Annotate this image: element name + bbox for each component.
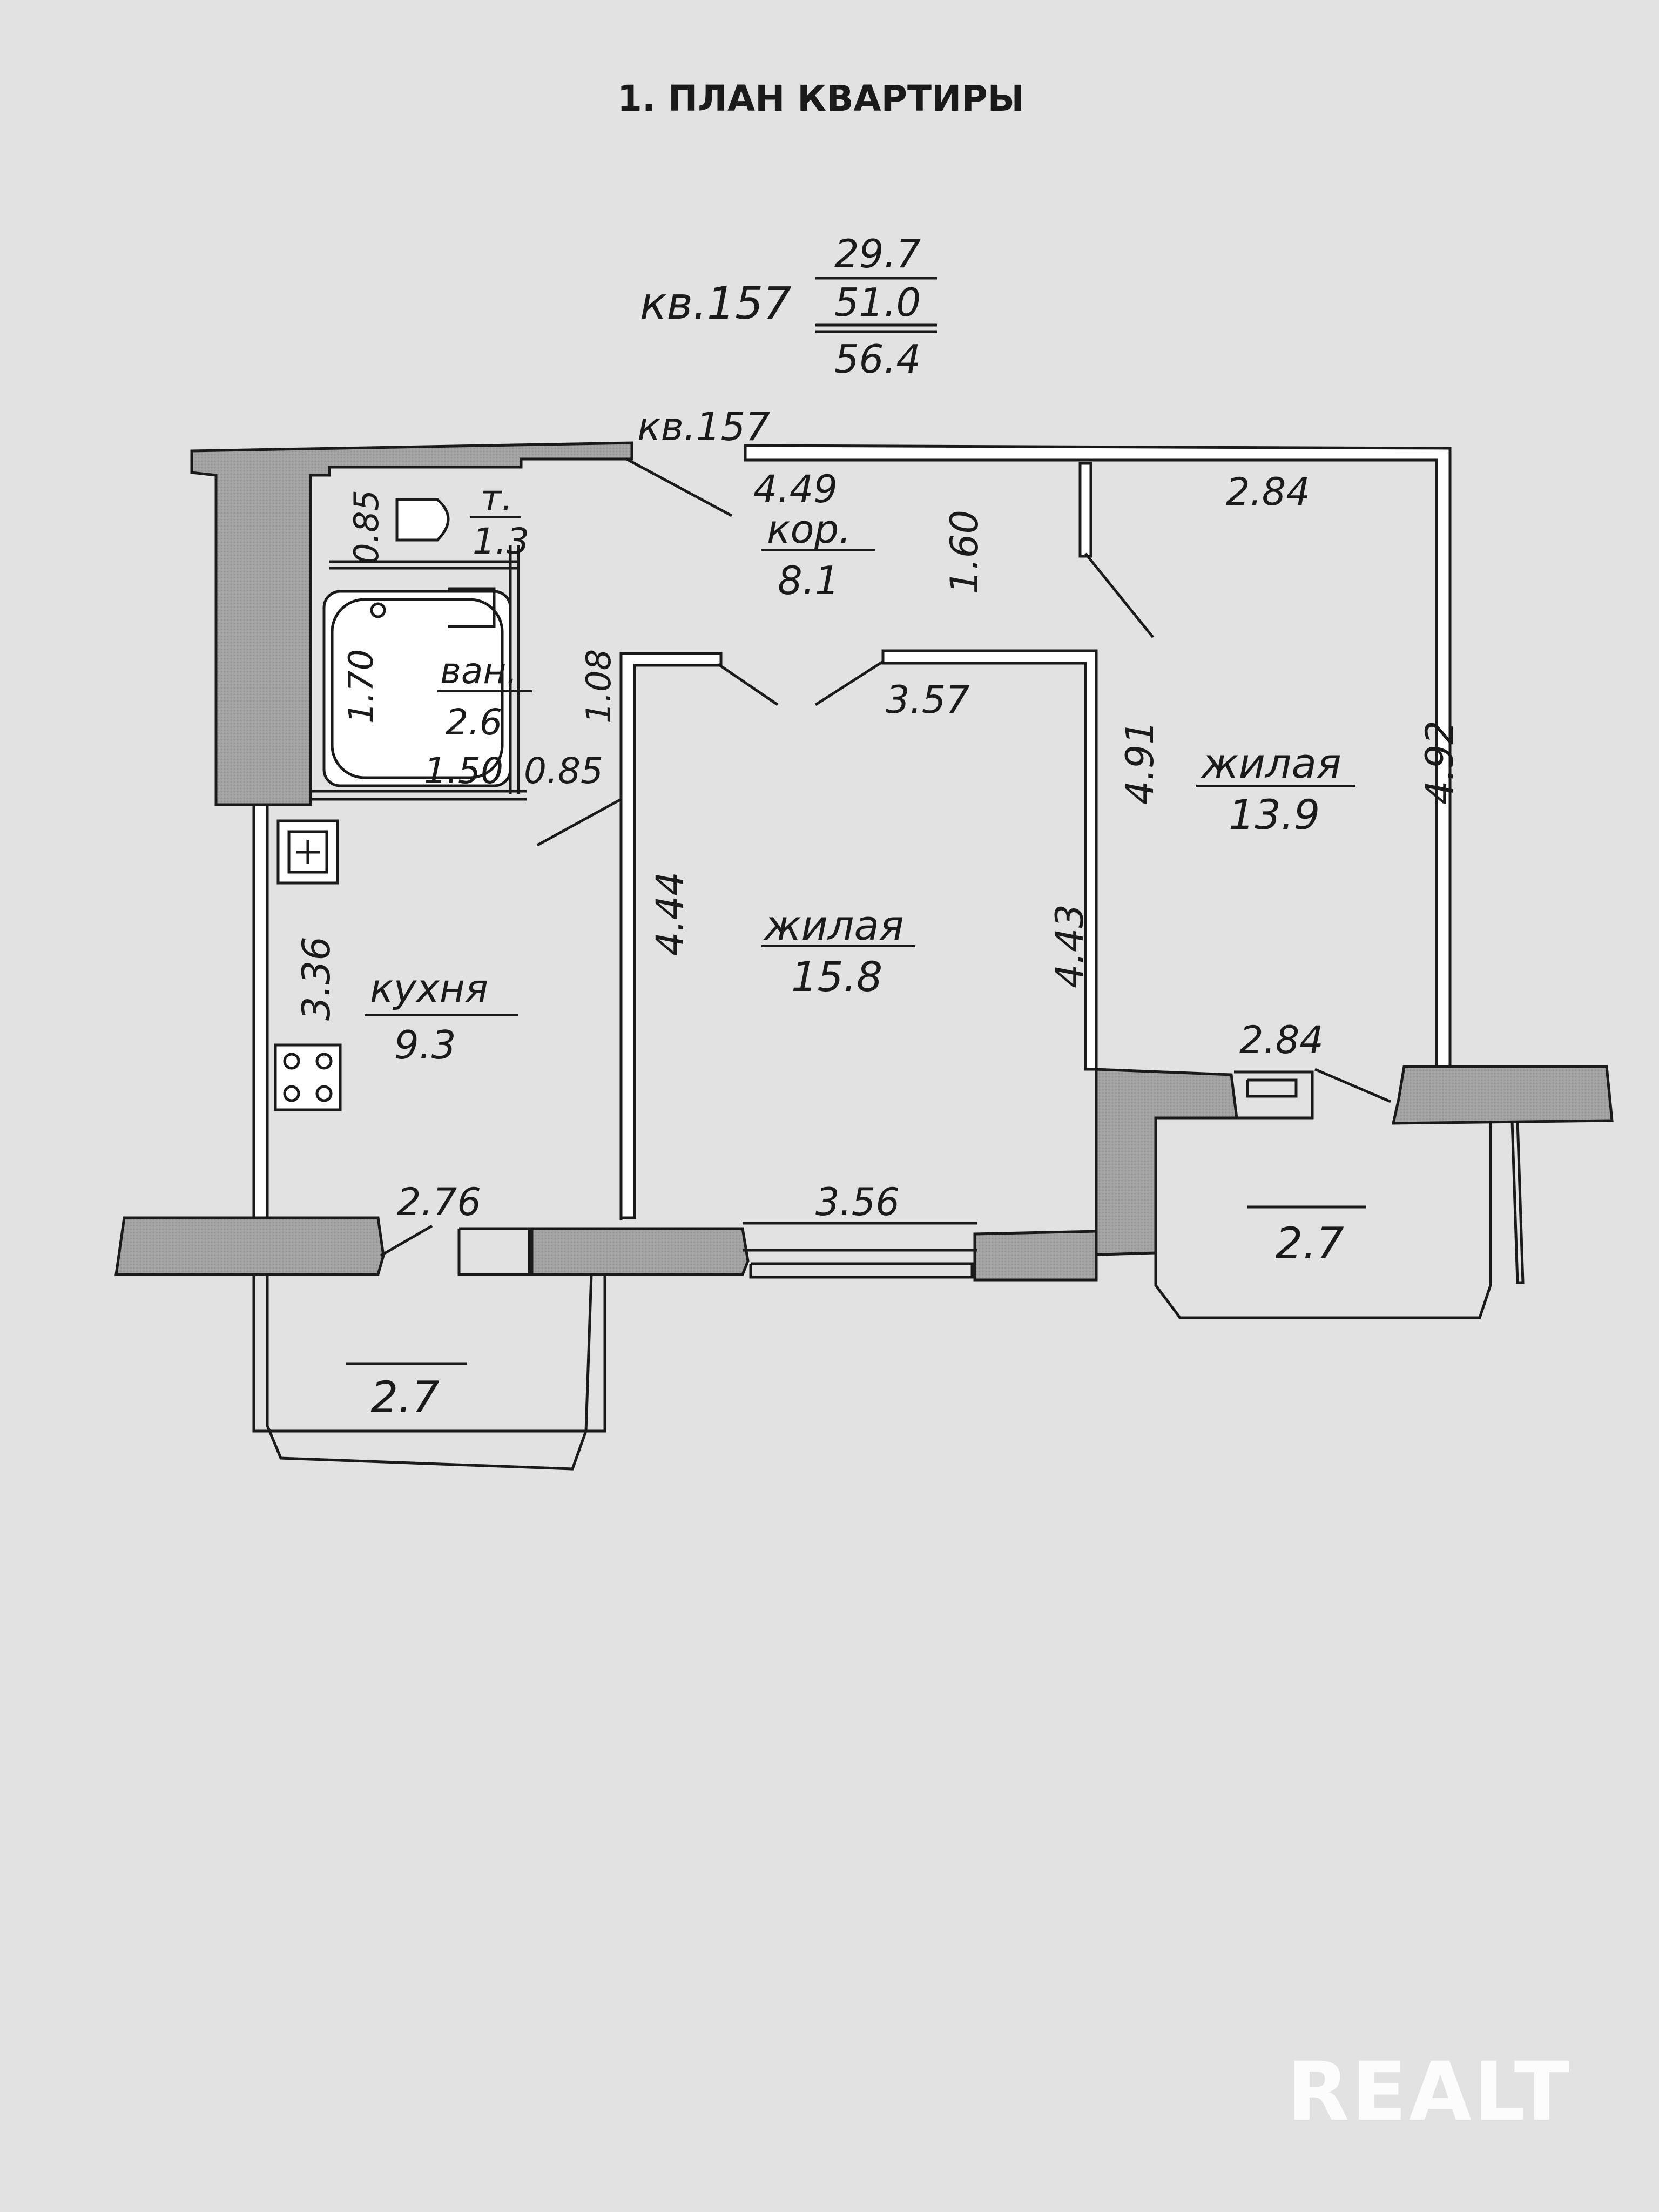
door-kitchen (536, 798, 622, 847)
fixtures (274, 498, 512, 1111)
dim-kitchen-bottom: 2.76 (397, 1180, 481, 1224)
stove-burner-3-icon (283, 1085, 300, 1102)
balcony-right-area: 2.7 (1275, 1218, 1344, 1269)
walls (114, 441, 1614, 1282)
balcony-right (1154, 1120, 1525, 1319)
wall-right-room-top (1078, 462, 1092, 558)
realt-watermark-logo: REALT (1287, 2045, 1572, 2139)
sink-icon (448, 587, 496, 628)
dim-kitchen-left: 3.36 (294, 936, 339, 1021)
window-bottom-center-3 (749, 1262, 974, 1279)
wall-bottom-right (973, 1230, 1098, 1282)
room-labels: т. 1.3 ван. 2.6 кор. 8.1 кухня 9.3 жилая… (365, 477, 1355, 1068)
toilet-area: 1.3 (473, 521, 529, 562)
stove-burner-1-icon (283, 1053, 300, 1070)
dim-corridor-vertical: 1.60 (942, 510, 987, 594)
wall-living-top-right (881, 649, 1098, 1071)
dim-corridor-top: 4.49 (753, 467, 838, 511)
area-total-value: 51.0 (834, 280, 921, 325)
entrance-label: кв.157 (637, 404, 770, 449)
door-balcony-right (1314, 1068, 1391, 1103)
stove-burner-2-icon (315, 1053, 333, 1070)
dim-living-top: 3.57 (886, 678, 970, 722)
corridor-name: кор. (767, 507, 851, 552)
balcony-right-outline (1154, 1121, 1492, 1319)
door-living-center-left (717, 663, 779, 706)
dim-right-room-left: 4.91 (1118, 720, 1162, 805)
dim-partition: 1.08 (579, 649, 618, 724)
bathtub-inner-icon (331, 598, 504, 779)
balcony-left-outline (252, 1274, 606, 1433)
door-living-center-right (814, 660, 884, 706)
balcony-left (252, 1274, 606, 1471)
bath-name: ван. (440, 650, 517, 692)
corridor-area: 8.1 (778, 558, 840, 603)
apartment-header: кв.157 29.7 51.0 56.4 (640, 231, 937, 382)
dim-living-bottom: 3.56 (815, 1180, 900, 1224)
kitchen-area: 9.3 (394, 1022, 456, 1068)
stove-burner-4-icon (315, 1085, 333, 1102)
toilet-icon (395, 498, 450, 542)
balcony-left-inner (266, 1274, 593, 1471)
apartment-label: кв.157 (640, 278, 791, 329)
living-right-name: жилая (1201, 739, 1341, 787)
wall-right-balcony-right (1391, 1065, 1614, 1125)
wall-bottom-center (528, 1227, 750, 1276)
wall-left (252, 803, 269, 1222)
dim-bath-width: 1.50 (424, 750, 503, 792)
living-center-name: жилая (763, 901, 904, 949)
door-balcony-left (380, 1224, 433, 1257)
dim-toilet-width: 0.85 (347, 490, 386, 564)
stove-icon (274, 1043, 342, 1111)
living-right-area: 13.9 (1229, 791, 1320, 839)
bath-drain-icon (370, 602, 386, 618)
page-title: 1. ПЛАН КВАРТИРЫ (617, 78, 1024, 119)
living-center-area: 15.8 (791, 953, 882, 1001)
doors (380, 457, 1391, 1257)
door-entrance (625, 457, 733, 517)
bathtub-icon (322, 590, 512, 787)
dim-living-right: 4.43 (1048, 904, 1092, 988)
dim-right-room-top: 2.84 (1226, 470, 1310, 514)
window-right-top-2 (1246, 1078, 1298, 1098)
dim-living-left: 4.44 (648, 872, 692, 956)
window-right-top (1234, 1070, 1314, 1120)
wall-bottom-left (114, 1216, 385, 1276)
area-with-balcony-value: 56.4 (834, 336, 921, 382)
door-right-room (1084, 552, 1154, 638)
wall-top-left (190, 441, 633, 806)
dim-bath-side: 0.85 (524, 750, 603, 792)
toilet-name: т. (481, 477, 512, 519)
balcony-right-wall (1510, 1120, 1525, 1284)
dim-bath-length: 1.70 (341, 649, 381, 724)
dim-right-room-bottom: 2.84 (1239, 1018, 1324, 1062)
area-living-value: 29.7 (834, 231, 921, 276)
dim-right-room-right: 4.92 (1418, 720, 1462, 805)
dimension-labels: 4.49 2.84 1.60 0.85 1.70 1.50 0.85 1.08 … (294, 467, 1462, 1224)
balcony-left-area: 2.7 (370, 1372, 439, 1422)
window-bottom-left (457, 1227, 534, 1276)
kitchen-sink-inner-icon (287, 830, 328, 874)
kitchen-name: кухня (370, 966, 488, 1011)
bath-area: 2.6 (446, 702, 502, 743)
